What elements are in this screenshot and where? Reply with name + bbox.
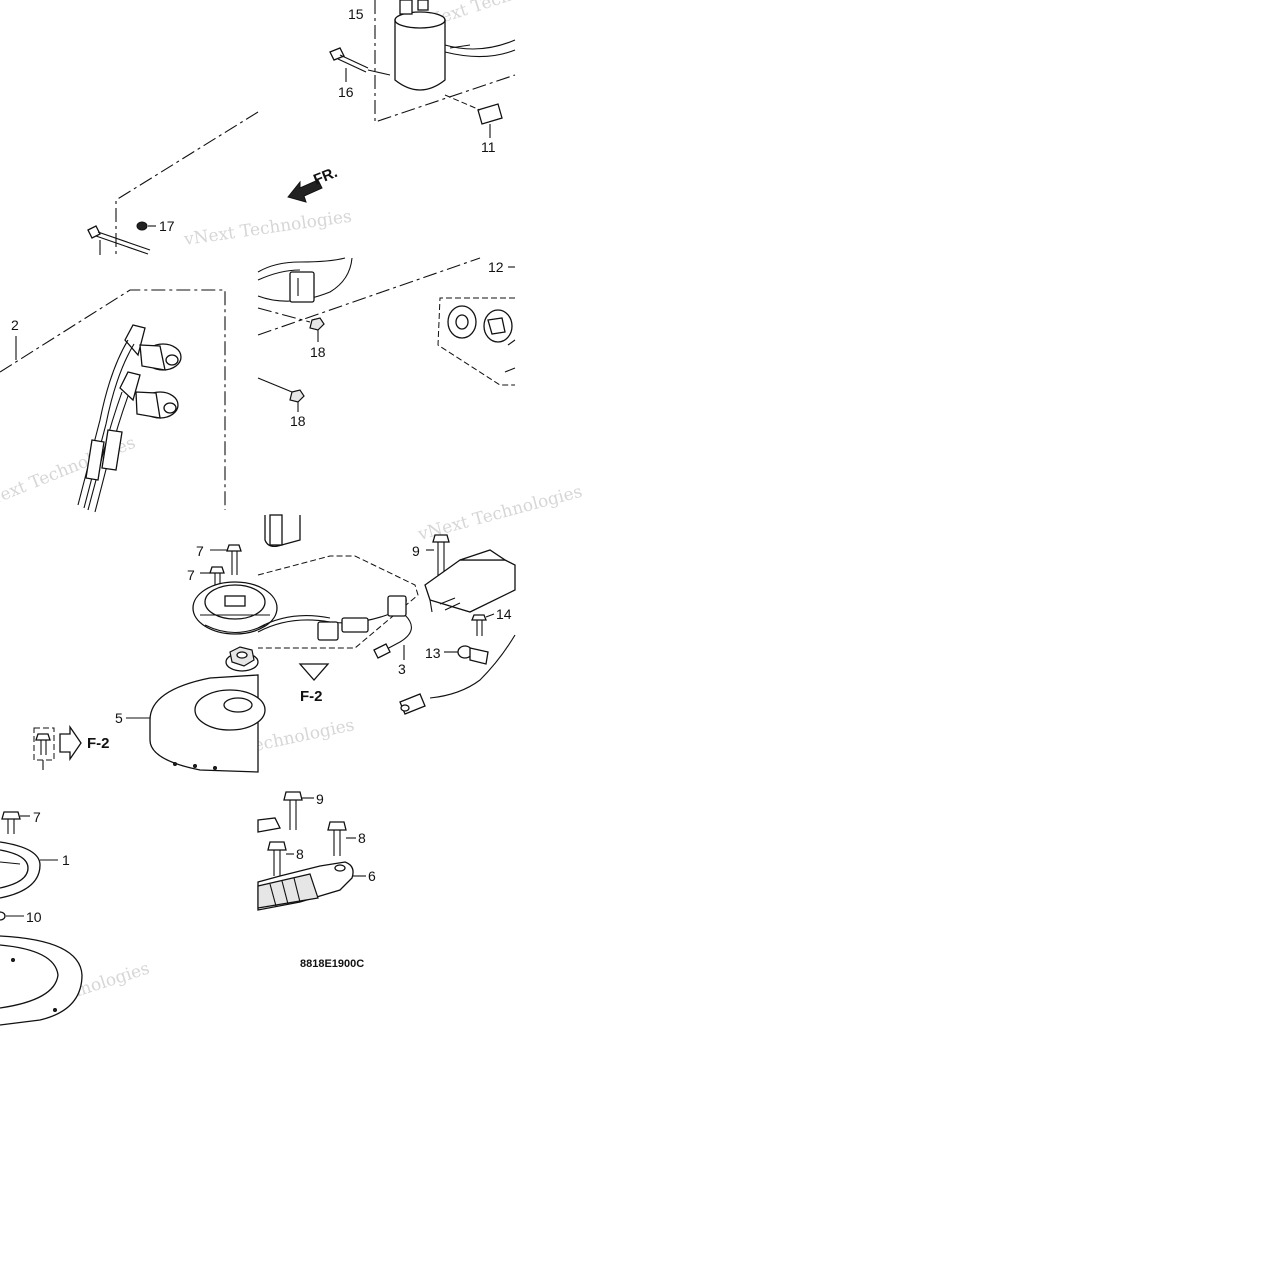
callout-9: 9 (412, 543, 420, 559)
bolt-9 (426, 534, 450, 580)
fig-ref-f2: F-2 (87, 735, 110, 752)
fig-ref-f2: F-2 (300, 688, 323, 705)
callout-11: 11 (481, 139, 496, 155)
front-marker-label: FR. (311, 164, 340, 189)
spark-plug-cap (119, 371, 179, 419)
bolt-8 (267, 841, 294, 876)
nut-18-icon (289, 389, 305, 403)
callout-18: 18 (290, 413, 306, 429)
small-bolt (35, 733, 51, 755)
harness-3 (257, 595, 412, 659)
stator-ring-1 (0, 841, 41, 899)
callout-7: 7 (33, 809, 41, 825)
callout-12: 12 (488, 259, 504, 275)
washer-10 (0, 911, 6, 921)
terminal-13 (457, 645, 489, 665)
pulser-panel: 7 7 (33, 514, 516, 773)
callout-1: 1 (62, 852, 70, 868)
callout-8: 8 (296, 846, 304, 862)
bolt-14 (471, 613, 495, 636)
callout-8: 8 (358, 830, 366, 846)
flywheel (0, 935, 83, 1026)
bolt-7 (1, 811, 30, 834)
bolt-17 (87, 221, 156, 255)
bolt-7 (210, 544, 242, 575)
callout-9: 9 (316, 791, 324, 807)
watermark: vNext Technologies (182, 207, 353, 250)
callout-15: 15 (348, 6, 364, 22)
nut-18-icon (309, 317, 325, 331)
pulser-coil-ring (192, 581, 278, 635)
pin-11 (444, 94, 503, 138)
spark-plug-cap (124, 324, 182, 371)
callout-16: 16 (338, 84, 354, 100)
callout-7: 7 (187, 567, 195, 583)
callout-13: 13 (425, 645, 441, 661)
callout-7: 7 (196, 543, 204, 559)
callout-17: 17 (159, 218, 175, 234)
callout-14: 14 (496, 606, 512, 622)
charge-coil-6 (257, 861, 354, 911)
top-panel: FR. 15 16 11 17 (87, 0, 516, 255)
charge-coil-panel: 9 8 8 6 8818E1900C (257, 791, 376, 970)
callout-6: 6 (368, 868, 376, 884)
callout-3: 3 (398, 661, 406, 677)
front-arrow-icon: FR. (287, 164, 340, 203)
flange-nut (225, 646, 259, 672)
callout-10: 10 (26, 909, 42, 925)
bolt-16 (329, 47, 369, 73)
cdi-unit (424, 549, 516, 613)
ignition-wire-panel: 2 (0, 289, 226, 513)
connector-12 (447, 305, 516, 373)
stator-panel: 7 1 10 (0, 809, 83, 1026)
drawing-code: 8818E1900C (300, 958, 364, 970)
cable-clamp-panel: 18 18 12 (257, 257, 516, 429)
solenoid-assembly (394, 0, 516, 91)
bolt-8 (327, 821, 356, 856)
callout-2: 2 (11, 317, 19, 333)
callout-18: 18 (310, 344, 326, 360)
bolt-9 (283, 791, 314, 830)
right-arrow-icon (59, 724, 82, 762)
flywheel-5 (149, 674, 266, 773)
callout-5: 5 (115, 710, 123, 726)
down-arrow-icon (298, 663, 330, 681)
